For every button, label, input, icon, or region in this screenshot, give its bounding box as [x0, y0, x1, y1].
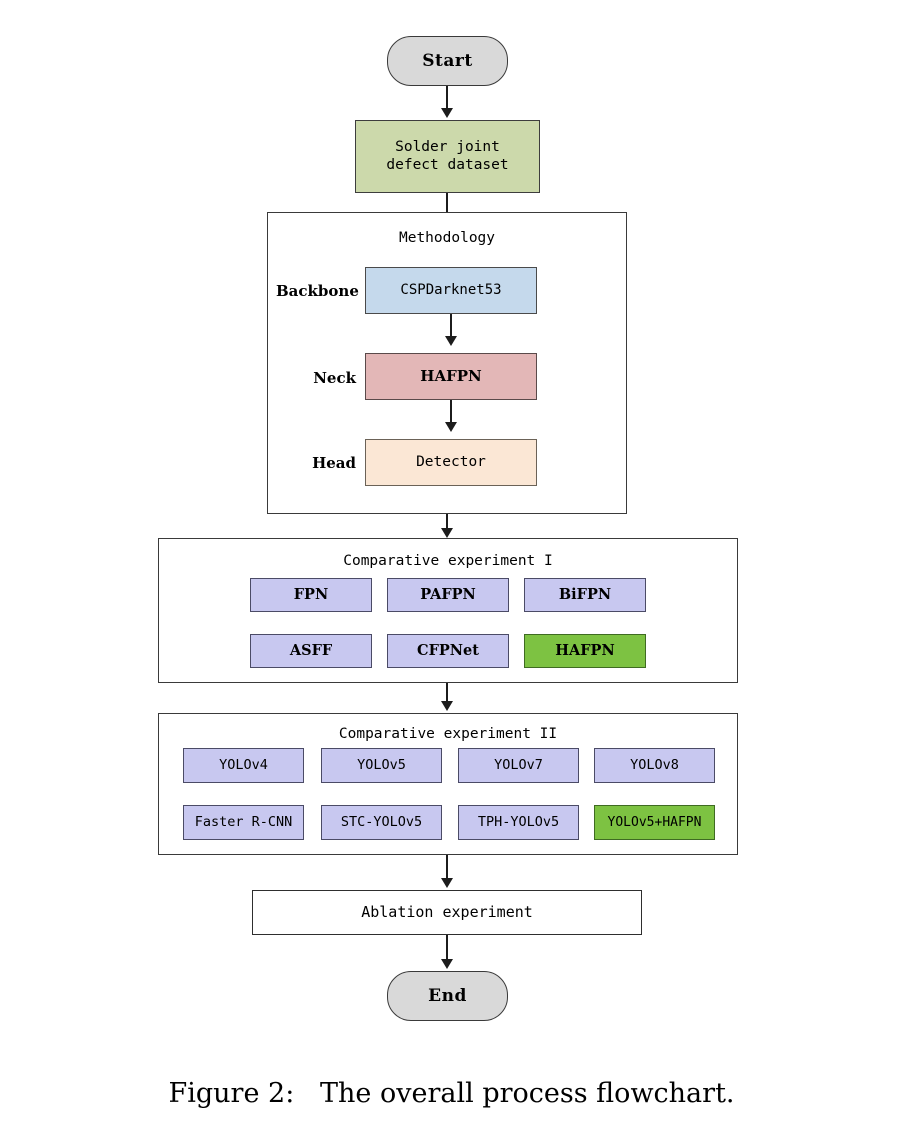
- ce1-item-hafpn-highlighted: HAFPN: [524, 634, 646, 668]
- connector-ablation-to-end: [446, 935, 448, 961]
- arrowhead-dataset: [440, 108, 453, 118]
- arrowhead-ablation: [440, 878, 453, 888]
- ce2-item-yolov4: YOLOv4: [183, 748, 304, 783]
- connector-ce2-to-ablation: [446, 855, 448, 878]
- ce1-item-bifpn: BiFPN: [524, 578, 646, 612]
- connector-backbone-to-neck: [450, 314, 452, 340]
- ce2-item-tph-yolov5: TPH-YOLOv5: [458, 805, 579, 840]
- methodology-row-label-backbone: Backbone: [276, 282, 359, 300]
- arrowhead-neck: [444, 336, 457, 346]
- ce1-item-cfpnet: CFPNet: [387, 634, 509, 668]
- group-ce1-title: Comparative experiment I: [343, 553, 553, 569]
- connector-start-to-dataset: [446, 86, 448, 112]
- arrowhead-ce1: [440, 528, 453, 538]
- node-end: End: [387, 971, 508, 1021]
- ce2-item-yolov5-hafpn-highlighted: YOLOv5+HAFPN: [594, 805, 715, 840]
- node-backbone-cspdarknet53: CSPDarknet53: [365, 267, 537, 314]
- node-ablation-experiment: Ablation experiment: [252, 890, 642, 935]
- ce2-item-faster-rcnn: Faster R-CNN: [183, 805, 304, 840]
- connector-neck-to-head: [450, 400, 452, 426]
- ce2-item-yolov5: YOLOv5: [321, 748, 442, 783]
- connector-dataset-to-methodology: [446, 193, 448, 212]
- arrowhead-end: [440, 959, 453, 969]
- ce2-item-yolov7: YOLOv7: [458, 748, 579, 783]
- arrowhead-ce2: [440, 701, 453, 711]
- node-neck-hafpn: HAFPN: [365, 353, 537, 400]
- ce1-item-asff: ASFF: [250, 634, 372, 668]
- ce2-item-yolov8: YOLOv8: [594, 748, 715, 783]
- ce1-item-pafpn: PAFPN: [387, 578, 509, 612]
- arrowhead-head: [444, 422, 457, 432]
- methodology-row-label-head: Head: [312, 454, 356, 472]
- connector-ce1-to-ce2: [446, 683, 448, 701]
- methodology-row-label-neck: Neck: [313, 369, 356, 387]
- figure-caption: Figure 2: The overall process flowchart.: [168, 1078, 735, 1109]
- connector-methodology-to-ce1: [446, 514, 448, 530]
- node-solder-joint-defect-dataset: Solder joint defect dataset: [355, 120, 540, 193]
- node-head-detector: Detector: [365, 439, 537, 486]
- group-methodology-title: Methodology: [398, 230, 496, 246]
- node-start: Start: [387, 36, 508, 86]
- ce1-item-fpn: FPN: [250, 578, 372, 612]
- group-ce2-title: Comparative experiment II: [338, 726, 558, 742]
- ce2-item-stc-yolov5: STC-YOLOv5: [321, 805, 442, 840]
